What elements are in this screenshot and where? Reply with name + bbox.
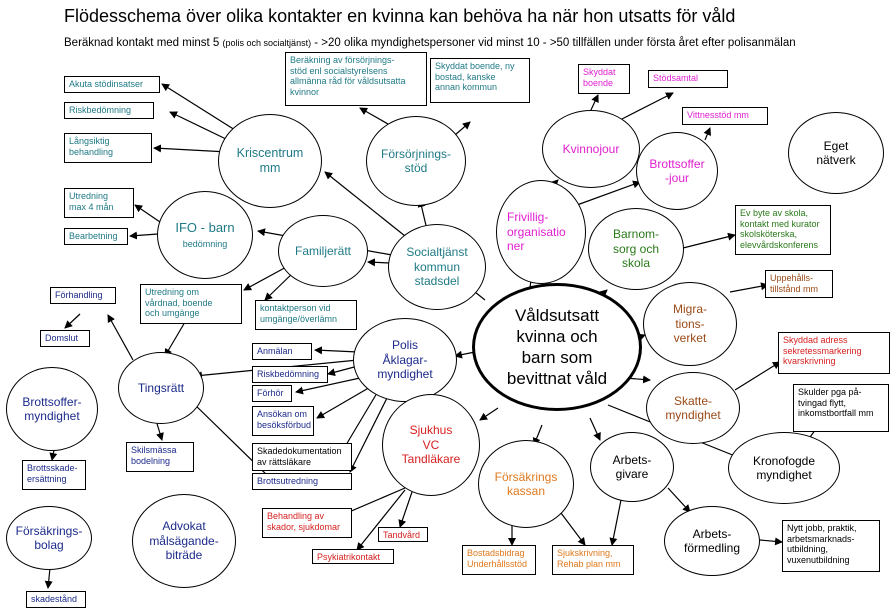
node-sjukhus: Sjukhus VC Tandläkare [382, 394, 480, 496]
diagram-title: Flödesschema över olika kontakter en kvi… [64, 6, 736, 26]
box-anmalan: Anmälan [252, 343, 312, 360]
box-sjukskrivning: Sjukskrivning, Rehab plan mm [552, 545, 634, 575]
arrow-kvj-skyddat [589, 94, 599, 113]
arrow-polis-brottsutredning [349, 391, 391, 473]
arrow-soc-familje [367, 258, 391, 267]
box-utredning-max: Utredning max 4 mån [64, 188, 134, 218]
arrow-fam-utredning [243, 264, 291, 291]
node-socialtjanst: Socialtjänst kommun stadsdel [388, 224, 486, 310]
arrow-hub-sjukhus [479, 407, 499, 421]
arrow-hub-arbetsgivare [589, 417, 601, 441]
arrow-sjuk-psyk [356, 489, 406, 551]
arrow-af-nyttjobb [759, 537, 783, 546]
node-brottsofferjour: Brottsoffer -jour [636, 132, 718, 210]
box-domslut: Domslut [40, 330, 90, 347]
ifo-barn-subtitle: bedömning [182, 239, 228, 250]
arrow-forhandling-domslut [64, 313, 81, 329]
node-barnomsorg: Barnom- sorg och skola [588, 208, 684, 290]
node-kriscentrum: Kriscentrum mm [218, 114, 322, 208]
box-uppehallstillstand: Uppehålls- tillstånd mm [765, 270, 833, 298]
arrow-fst-ny [454, 121, 471, 136]
box-skadedokumentation: Skadedokumentation av rättsläkare [252, 443, 352, 471]
arrow-polis-ansokan [316, 385, 373, 419]
subtitle-small: (polis och socialtjänst) [222, 38, 312, 48]
box-skyddat-boende-ny-bostad: Skyddat boende, ny bostad, kanske annan … [430, 58, 530, 103]
node-kronofogde: Kronofogde myndighet [728, 432, 840, 504]
hub-node: Våldsutsatt kvinna och barn som bevittna… [472, 283, 642, 411]
box-brottsskadeersattning: Brottsskade- ersättning [22, 460, 86, 490]
box-kontaktperson: kontaktperson vid umgänge/överlämn [255, 300, 357, 330]
box-riskbedomning-kris: Riskbedömning [64, 102, 154, 119]
box-tandvard: Tandvård [378, 527, 428, 542]
box-skilsmassa: Skilsmässa bodelning [126, 442, 194, 472]
node-migrationsverket: Migra- tions- verket [643, 282, 737, 366]
node-tingsratt: Tingsrätt [118, 352, 204, 424]
subtitle-rest: - >20 olika myndighetspersoner vid minst… [311, 37, 796, 49]
arrow-kris-langsiktig [153, 144, 229, 153]
box-berakning: Beräkning av försörjnings- stöd enl soci… [285, 52, 427, 106]
node-kvinnojour: Kvinnojour [542, 110, 640, 188]
box-skulder: Skulder pga på- tvingad flytt, inkomstbo… [793, 384, 889, 432]
node-skattemyndighet: Skatte- myndighet [646, 372, 740, 444]
box-skyddat-boende: Skyddat boende [578, 64, 630, 94]
box-akuta-stodinsatser: Akuta stödinsatser [64, 76, 160, 93]
arrow-friv-brottsoffer [576, 180, 641, 206]
node-frivilligorganisationer: Frivillig- organisatio ner [496, 180, 586, 284]
arrow-migr-uppeh [729, 282, 769, 293]
box-stodsamtal: Stödsamtal [648, 70, 728, 88]
arrow-ag-arbetsf [667, 487, 691, 513]
box-bostadsbidrag: Bostadsbidrag Underhållsstöd [462, 545, 536, 575]
arrow-ifo-bearbetning [129, 231, 159, 240]
arrow-skatte-skyddad [734, 361, 781, 391]
node-forsakringskassan: Försäkrings kassan [478, 440, 574, 528]
box-skadestand: skadestånd [26, 591, 86, 608]
arrow-utredvard-tings [164, 321, 186, 357]
box-forhor: Förhör [252, 385, 292, 402]
box-skyddad-adress: Skyddad adress sekretessmarkering kvarsk… [778, 332, 890, 374]
box-ev-byte-skola: Ev byte av skola, kontakt med kurator sk… [735, 205, 831, 255]
box-bearbetning: Bearbetning [64, 228, 128, 245]
node-arbetsformedling: Arbets- förmedling [664, 506, 760, 576]
node-eget-natverk: Eget nätverk [788, 112, 884, 194]
box-forhandling: Förhandling [50, 287, 116, 304]
arrow-barn-evbyte [682, 232, 736, 249]
box-nytt-jobb: Nytt jobb, praktik, arbetsmarknads- utbi… [782, 520, 880, 572]
ifo-barn-title: IFO - barn [175, 219, 235, 235]
arrow-ag-sjuk [609, 494, 623, 546]
arrow-polis-forhor [295, 377, 361, 395]
box-langsiktig-behandling: Långsiktig behandling [64, 133, 152, 163]
arrow-kris-akuta [161, 83, 236, 131]
box-psykiatrikontakt: Psykiatrikontakt [312, 549, 394, 564]
arrow-fbolag-skadestand [44, 567, 53, 589]
arrow-sjuk-tandvard [398, 491, 413, 528]
arrow-hub-polis [454, 350, 476, 359]
arrow-polis-anmalan [314, 346, 359, 355]
box-brottsutredning: Brottsutredning [252, 473, 352, 490]
diagram-subtitle: Beräknad kontakt med minst 5 (polis och … [64, 37, 796, 49]
arrow-ifo-utredning [134, 204, 161, 223]
arrow-kris-risk [169, 111, 229, 141]
node-advokat: Advokat målsägande- biträde [132, 494, 236, 588]
node-forsakringsbolag: Försäkrings- bolag [6, 506, 92, 570]
node-polis: Polis Åklagar- myndighet [353, 318, 457, 402]
node-arbetsgivare: Arbets- givare [590, 432, 674, 502]
node-brottsoffermyndighet: Brottsoffer- myndighet [6, 367, 98, 451]
node-ifo-barn: IFO - barn bedömning [157, 191, 253, 279]
subtitle-main: Beräknad kontakt med minst 5 [64, 37, 223, 49]
arrow-tings-forhandling [107, 314, 134, 361]
box-vittnesstod: Vittnesstöd mm [682, 107, 768, 125]
box-ansokan-besoksforbud: Ansökan om besöksförbud [252, 406, 314, 436]
arrow-soc-kris [324, 171, 406, 237]
node-familjeratt: Familjerätt [278, 215, 368, 287]
node-forsorjningsstod: Försörjnings- stöd [366, 116, 466, 206]
box-riskbedomning-polis: Riskbedömning [252, 366, 328, 383]
box-utredning-vardnad: Utredning om vårdnad, boende och umgänge [140, 284, 242, 324]
box-behandling-skador: Behandling av skador, sjukdomar [262, 508, 352, 538]
arrow-bo-vittne [703, 127, 711, 141]
arrow-kvj-stodsamtal [619, 92, 674, 121]
